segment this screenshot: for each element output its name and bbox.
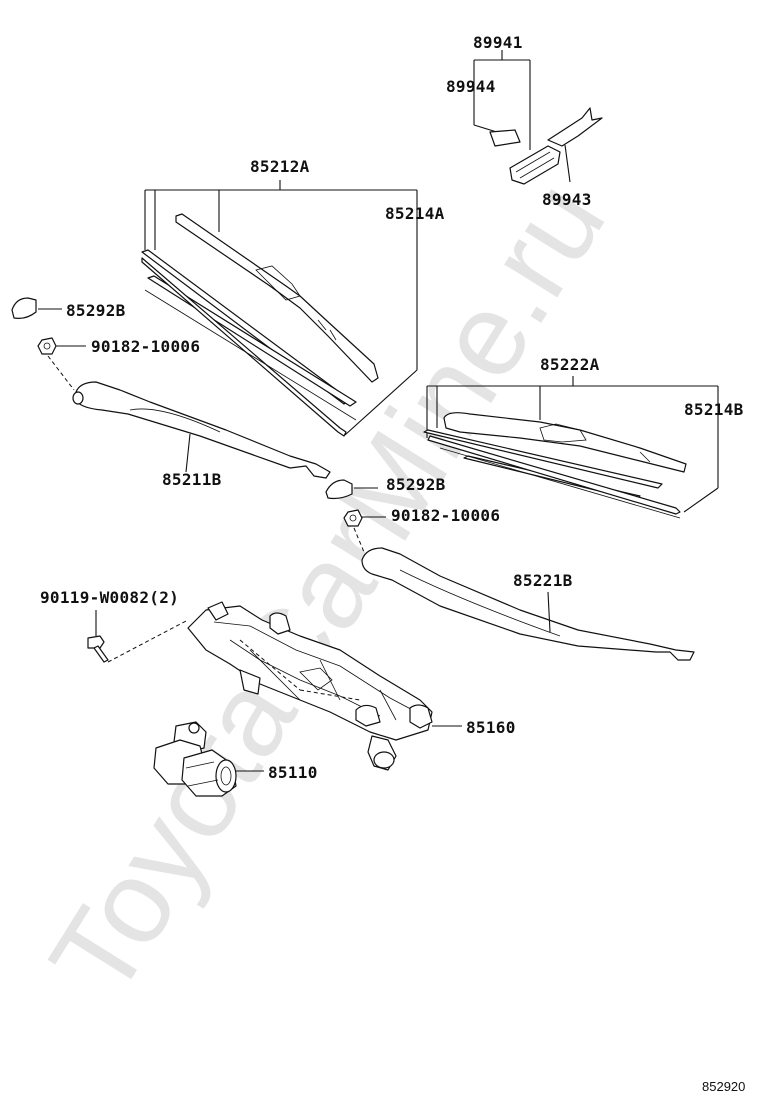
passenger-blade-85222A xyxy=(423,376,719,519)
label-85221B: 85221B xyxy=(513,571,573,590)
label-85292B-mid: 85292B xyxy=(386,475,446,494)
label-85292B-top: 85292B xyxy=(66,301,126,320)
motor-85110 xyxy=(153,721,264,797)
nut-90182-top xyxy=(37,337,86,391)
label-85222A: 85222A xyxy=(540,355,600,374)
label-90119: 90119-W0082(2) xyxy=(40,588,179,607)
cap-85292B-mid xyxy=(325,479,378,500)
nut-90182-mid xyxy=(343,509,386,553)
label-89944: 89944 xyxy=(446,77,496,96)
passenger-arm-85221B xyxy=(361,547,695,661)
front-blade-85212A xyxy=(141,180,418,437)
label-90182-mid: 90182-10006 xyxy=(391,506,500,525)
bolt-90119 xyxy=(87,610,189,663)
label-85110: 85110 xyxy=(268,763,318,782)
figure-code: 852920 xyxy=(702,1079,745,1094)
label-89943: 89943 xyxy=(542,190,592,209)
label-90182-top: 90182-10006 xyxy=(91,337,200,356)
label-85212A: 85212A xyxy=(250,157,310,176)
label-85211B: 85211B xyxy=(162,470,222,489)
label-89941: 89941 xyxy=(473,33,523,52)
label-85214A: 85214A xyxy=(385,204,445,223)
front-arm-85211B xyxy=(72,381,331,479)
linkage-85160 xyxy=(187,601,462,771)
clip-kit-89941 xyxy=(473,50,603,185)
label-85160: 85160 xyxy=(466,718,516,737)
cap-85292B-top xyxy=(11,297,62,319)
label-85214B: 85214B xyxy=(684,400,744,419)
